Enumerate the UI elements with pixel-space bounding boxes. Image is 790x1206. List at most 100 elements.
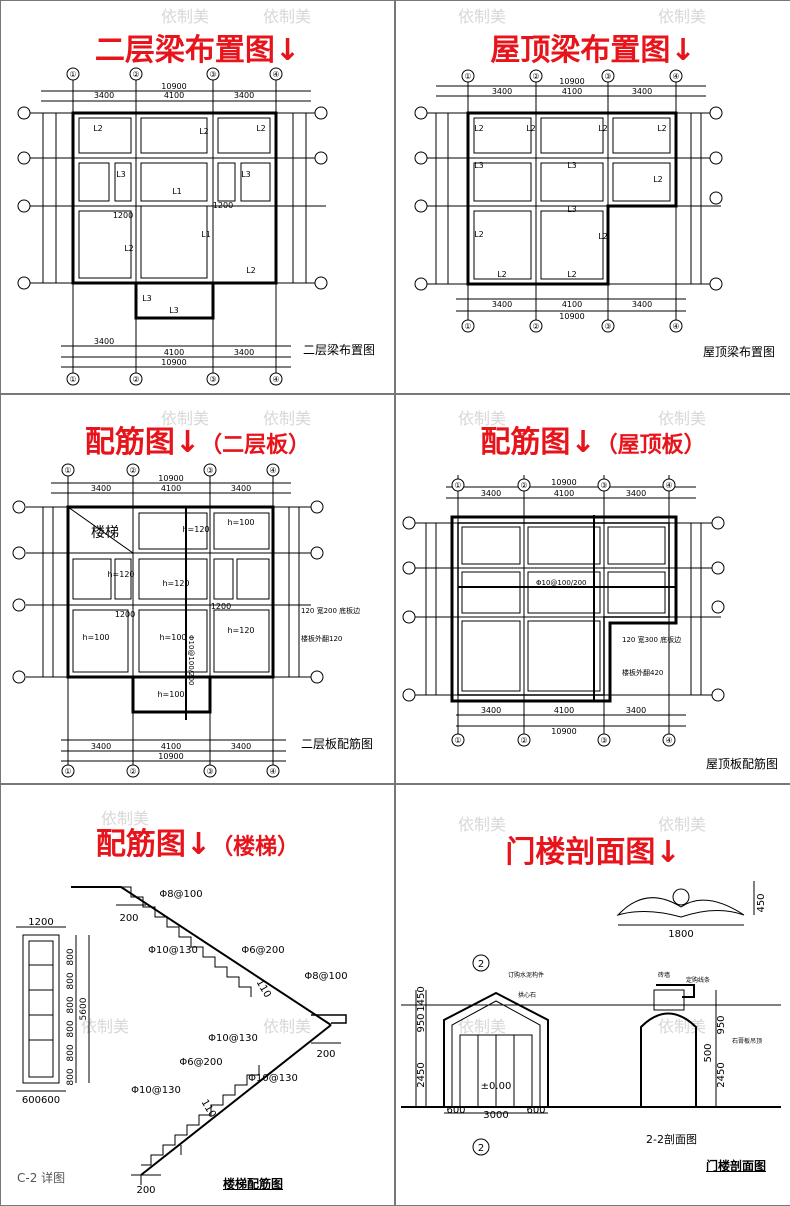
svg-text:④: ④ <box>269 466 276 475</box>
svg-text:Φ10@130: Φ10@130 <box>208 1033 258 1044</box>
svg-text:h=120: h=120 <box>227 626 254 635</box>
svg-text:③: ③ <box>600 736 607 745</box>
watermark: 依制美 <box>161 409 210 428</box>
watermark: 依制美 <box>263 409 312 428</box>
watermark: 依制美 <box>458 815 507 834</box>
svg-text:①: ① <box>69 375 76 384</box>
svg-text:1200: 1200 <box>113 211 133 220</box>
panel-title: 配筋图↓（二层板） <box>84 425 311 460</box>
panel-title: 配筋图↓（屋顶板） <box>480 425 706 460</box>
svg-text:L2: L2 <box>474 230 484 239</box>
svg-text:3400: 3400 <box>481 706 501 715</box>
svg-text:2450: 2450 <box>416 1062 427 1087</box>
svg-text:①: ① <box>454 481 461 490</box>
svg-text:②: ② <box>520 736 527 745</box>
svg-text:950: 950 <box>716 1015 727 1034</box>
svg-text:800: 800 <box>66 996 76 1013</box>
svg-text:800: 800 <box>66 1068 76 1085</box>
watermark: 依制美 <box>658 1017 707 1036</box>
svg-text:1450: 1450 <box>416 986 427 1011</box>
svg-text:3400: 3400 <box>231 742 251 751</box>
svg-text:2: 2 <box>478 1143 484 1154</box>
svg-text:②: ② <box>132 375 139 384</box>
svg-text:①: ① <box>464 322 471 331</box>
svg-text:②: ② <box>532 72 539 81</box>
svg-text:L2: L2 <box>653 175 663 184</box>
svg-text:3400: 3400 <box>632 87 652 96</box>
svg-text:L2: L2 <box>474 124 484 133</box>
svg-text:3400: 3400 <box>492 87 512 96</box>
svg-text:200: 200 <box>136 1185 155 1196</box>
svg-text:±0.00: ±0.00 <box>481 1081 512 1092</box>
svg-text:拱心石: 拱心石 <box>518 991 536 999</box>
svg-text:L3: L3 <box>567 205 577 214</box>
svg-text:Φ10@130: Φ10@130 <box>148 945 198 956</box>
stair-rebar-drawing: 1200 600600 200 200 200 Φ8@100 Φ10@130 Φ… <box>16 886 348 1196</box>
svg-text:3400: 3400 <box>91 742 111 751</box>
svg-text:3400: 3400 <box>94 91 114 100</box>
svg-text:h=120: h=120 <box>107 570 134 579</box>
svg-text:Φ10@130: Φ10@130 <box>131 1085 181 1096</box>
svg-text:120 宽300 底板边: 120 宽300 底板边 <box>622 635 681 644</box>
svg-text:1800: 1800 <box>668 929 693 940</box>
svg-text:600: 600 <box>526 1105 545 1116</box>
drawing-caption: 二层梁布置图 <box>303 343 376 357</box>
panel-title: 屋顶梁布置图↓ <box>490 33 696 68</box>
drawing-caption: 屋顶板配筋图 <box>706 757 779 771</box>
svg-text:L3: L3 <box>567 161 577 170</box>
drawing-caption: 门楼剖面图 <box>706 1159 767 1173</box>
svg-text:4100: 4100 <box>161 742 181 751</box>
svg-text:800: 800 <box>66 1044 76 1061</box>
svg-text:Φ10@100/200: Φ10@100/200 <box>187 635 195 686</box>
svg-text:950: 950 <box>416 1013 427 1032</box>
svg-text:10900: 10900 <box>551 478 576 487</box>
svg-text:h=120: h=120 <box>182 525 209 534</box>
svg-text:②: ② <box>129 466 136 475</box>
svg-text:L3: L3 <box>474 161 484 170</box>
svg-text:800: 800 <box>66 972 76 989</box>
panel-title: 二层梁布置图↓ <box>94 33 301 68</box>
svg-text:h=100: h=100 <box>157 690 184 699</box>
svg-text:110: 110 <box>254 978 273 1000</box>
svg-text:3400: 3400 <box>234 348 254 357</box>
svg-text:2: 2 <box>478 959 484 970</box>
svg-text:800: 800 <box>66 1020 76 1037</box>
svg-text:订购水泥构件: 订购水泥构件 <box>508 971 544 979</box>
svg-text:2450: 2450 <box>716 1062 727 1087</box>
svg-text:3400: 3400 <box>632 300 652 309</box>
svg-text:600600: 600600 <box>22 1095 60 1106</box>
svg-text:③: ③ <box>600 481 607 490</box>
svg-text:Φ8@100: Φ8@100 <box>304 971 347 982</box>
svg-text:④: ④ <box>672 322 679 331</box>
gate-section-drawing: 2 2 1800 450 3000 600 600 ±0.00 2450 950… <box>401 881 781 1156</box>
svg-text:h=100: h=100 <box>82 633 109 642</box>
watermark: 依制美 <box>101 809 150 828</box>
svg-text:600: 600 <box>446 1105 465 1116</box>
panel-title: 配筋图↓（楼梯） <box>95 827 300 862</box>
svg-text:800: 800 <box>66 948 76 965</box>
svg-text:h=100: h=100 <box>227 518 254 527</box>
svg-text:①: ① <box>64 767 71 776</box>
svg-text:L2: L2 <box>93 124 103 133</box>
svg-text:②: ② <box>520 481 527 490</box>
svg-text:④: ④ <box>665 736 672 745</box>
svg-text:10900: 10900 <box>158 752 183 761</box>
svg-text:楼板外翻120: 楼板外翻120 <box>301 634 342 643</box>
svg-text:②: ② <box>532 322 539 331</box>
svg-text:楼梯: 楼梯 <box>91 525 119 541</box>
watermark: 依制美 <box>658 409 707 428</box>
panel-second-floor-slab: 依制美 依制美 配筋图↓（二层板） <box>0 394 395 784</box>
svg-text:10900: 10900 <box>559 312 584 321</box>
svg-text:L3: L3 <box>142 294 152 303</box>
panel-gate-section: 依制美 依制美 依制美 依制美 门楼剖面图↓ 2 <box>395 784 790 1206</box>
svg-text:L2: L2 <box>246 266 256 275</box>
section-caption: 2-2剖面图 <box>646 1133 697 1146</box>
svg-text:4100: 4100 <box>554 489 574 498</box>
svg-text:1200: 1200 <box>211 602 231 611</box>
svg-text:3400: 3400 <box>626 489 646 498</box>
